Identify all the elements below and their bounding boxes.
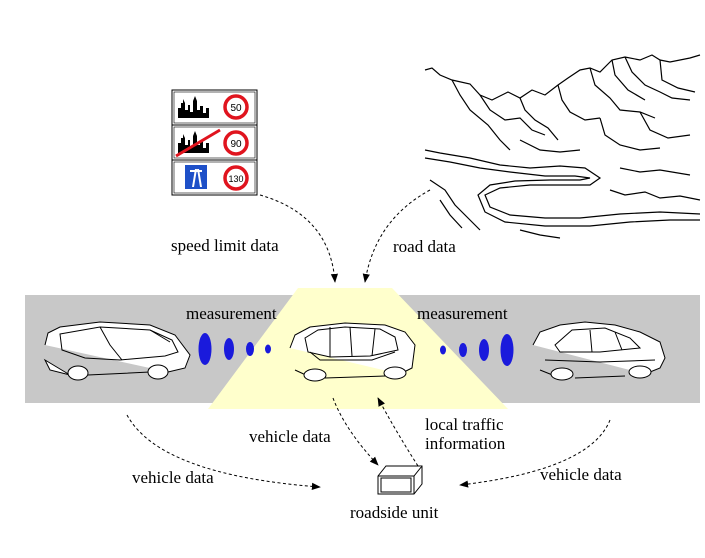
car-left xyxy=(43,321,191,381)
city-skyline-crossed-icon xyxy=(178,131,209,153)
signal-pulses-right xyxy=(440,334,514,366)
vehicle-data-arrow-right xyxy=(459,419,611,488)
speed-limit-value: 130 xyxy=(228,174,243,184)
vehicle-data-arrow-left xyxy=(126,414,321,490)
mountain-road-illustration xyxy=(424,54,701,239)
road-data-arrow xyxy=(362,189,431,283)
car-right xyxy=(532,321,666,381)
speed-limit-arrow xyxy=(259,194,338,283)
signal-pulses-left xyxy=(198,333,271,365)
vehicle-data-arrow-center xyxy=(332,397,379,466)
speed-limit-signs: 50 90 130 xyxy=(171,89,258,196)
local-traffic-arrow xyxy=(377,397,419,467)
speed-limit-ring-90 xyxy=(223,130,249,156)
local-traffic-label-line1: local traffic xyxy=(425,415,504,434)
local-traffic-label-line2: information xyxy=(425,434,506,453)
speed-limit-data-label: speed limit data xyxy=(171,236,279,255)
road-data-label: road data xyxy=(393,237,456,256)
roadside-unit-label: roadside unit xyxy=(350,503,439,522)
speed-limit-value: 50 xyxy=(230,103,242,114)
speed-limit-ring-50 xyxy=(223,94,249,120)
speed-limit-ring-130 xyxy=(223,165,249,191)
vehicle-data-right-label: vehicle data xyxy=(540,465,622,484)
roadside-unit-icon xyxy=(377,465,423,495)
motorway-icon xyxy=(185,165,207,189)
city-skyline-icon xyxy=(178,96,209,118)
speed-limit-value: 90 xyxy=(230,139,242,150)
car-center xyxy=(289,322,416,382)
vehicle-data-left-label: vehicle data xyxy=(132,468,214,487)
measurement-left-label: measurement xyxy=(186,304,277,323)
measurement-right-label: measurement xyxy=(417,304,508,323)
vehicle-data-center-label: vehicle data xyxy=(249,427,331,446)
